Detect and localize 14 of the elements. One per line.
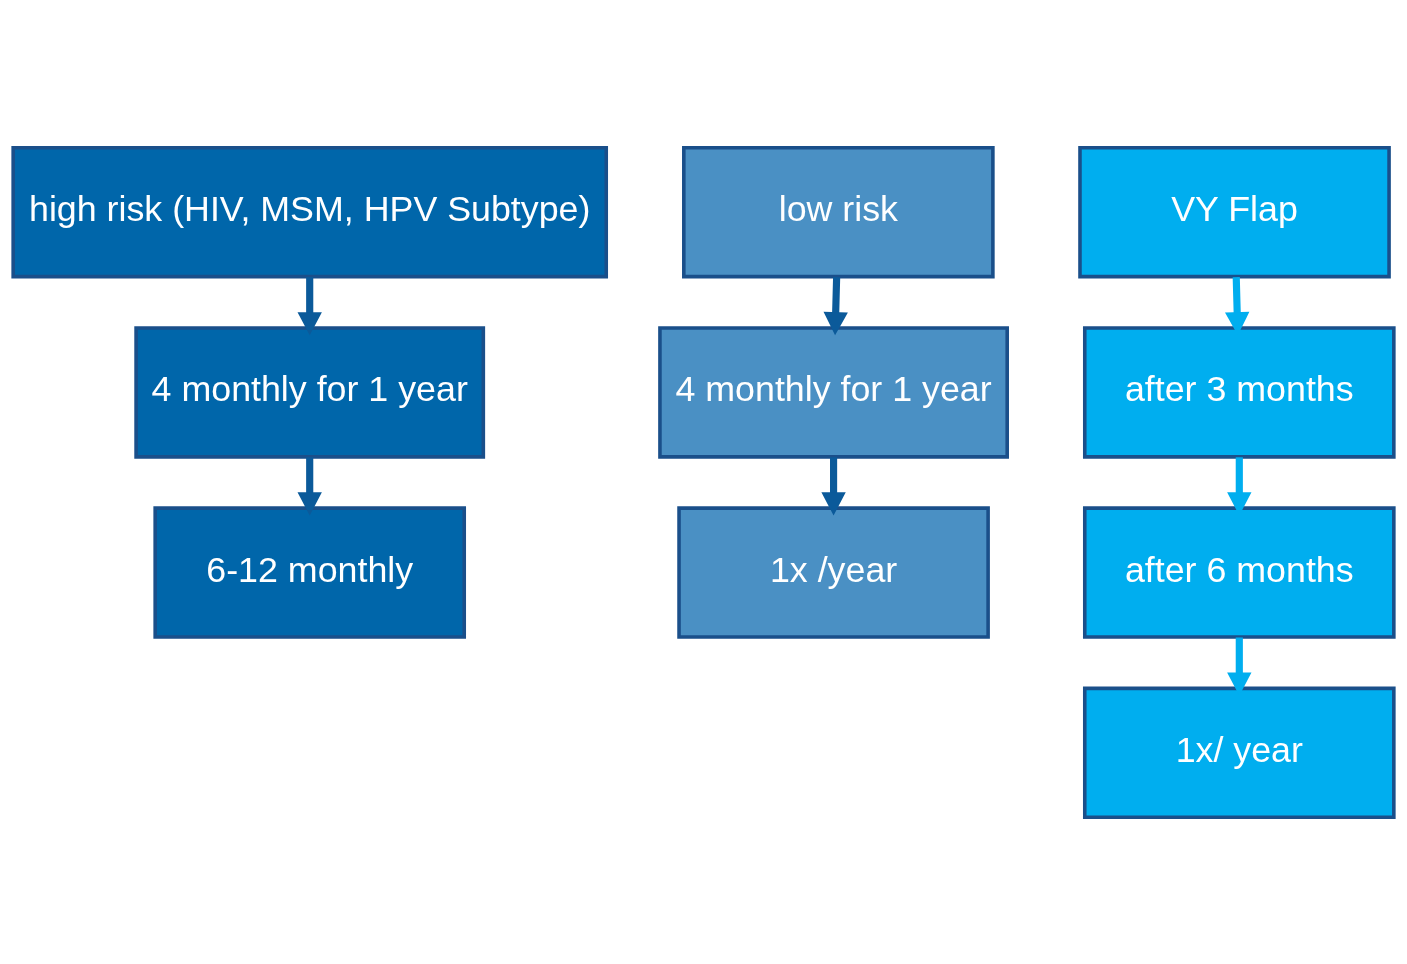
node-box: 4 monthly for 1 year [134,325,486,459]
arrow [297,456,322,516]
node-box: 6-12 monthly [153,505,467,639]
node-box: after 6 months [1083,505,1396,639]
arrow [297,276,322,335]
node-box: 1x /year [677,505,990,639]
node-box: after 3 months [1083,325,1396,459]
node-box: 4 monthly for 1 year [658,325,1009,459]
arrow [821,456,846,516]
node-box: VY Flap [1078,145,1391,278]
node-box: low risk [682,145,995,278]
node-box: 1x/ year [1083,686,1396,819]
node-box: high risk (HIV, MSM, HPV Subtype) [11,145,609,278]
arrow [823,276,848,335]
